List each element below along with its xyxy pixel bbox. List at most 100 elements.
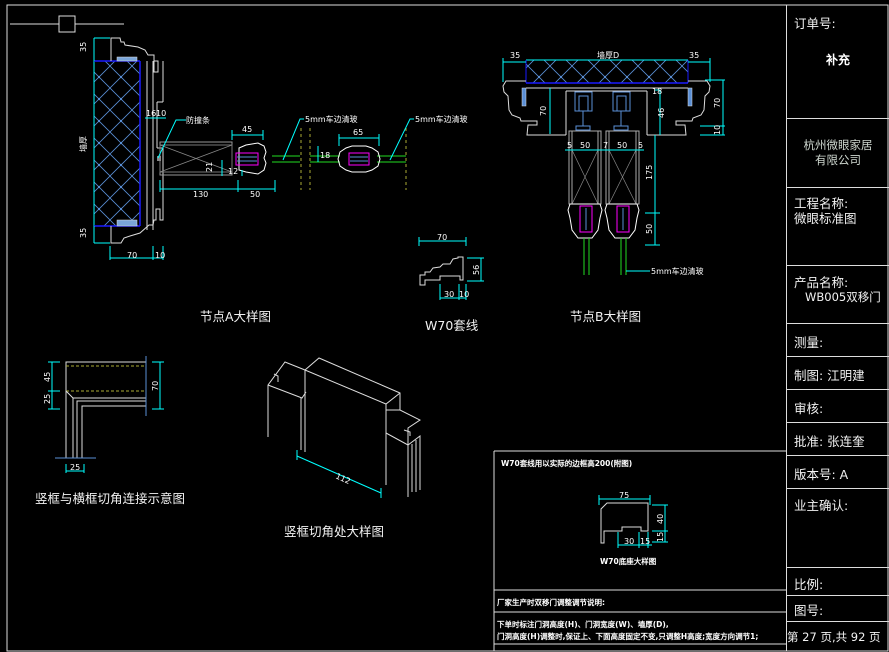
dim-text: 50 xyxy=(617,141,627,150)
note-line: 下单时标注门洞高度(H)、门洞宽度(W)、墙厚(D), xyxy=(497,620,669,629)
w70-base-caption: W70底座大样图 xyxy=(600,557,657,566)
dim-text: 35 xyxy=(689,51,699,60)
dim-text: 18 xyxy=(320,151,330,160)
w70-base-profile-drawing: 75 40 15 30 15 xyxy=(598,491,668,548)
owner-confirm-label: 业主确认: xyxy=(794,498,849,513)
dim-text: 46 xyxy=(657,108,666,118)
dim-text: 30 xyxy=(444,290,454,299)
page-info: 第 27 页,共 92 页 xyxy=(787,630,881,644)
corner-joint-caption: 竖框与横框切角连接示意图 xyxy=(35,491,186,506)
node-a-caption: 节点A大样图 xyxy=(200,309,272,324)
w70-caption: W70套线 xyxy=(425,318,479,333)
dim-text: 15 xyxy=(640,537,650,546)
node-b-drawing xyxy=(502,58,725,275)
project-label: 工程名称: xyxy=(794,196,849,211)
dim-text: 50 xyxy=(580,141,590,150)
product-cell: 产品名称: WB005双移门 xyxy=(787,265,889,323)
glass-label: 5mm车边清玻 xyxy=(305,114,358,124)
dim-text: 70 xyxy=(539,106,548,116)
drawer-label: 制图: 江明建 xyxy=(794,368,865,383)
corner-joint-drawing xyxy=(48,356,164,473)
version-cell: 版本号: A xyxy=(787,455,889,488)
dim-text: 70 xyxy=(151,381,160,391)
dim-text: 70 xyxy=(127,251,137,260)
dim-text: 50 xyxy=(250,190,260,199)
dim-text: 10 xyxy=(155,251,165,260)
dim-text: 45 xyxy=(242,125,252,134)
dim-text: 30 xyxy=(624,537,634,546)
scale-label: 比例: xyxy=(794,577,824,592)
dim-text: 18 xyxy=(652,87,662,96)
drawing-frame xyxy=(6,4,889,652)
dim-text: 70 xyxy=(437,233,447,242)
corner-detail-dimension: 112 xyxy=(296,450,382,498)
survey-cell: 测量: xyxy=(787,323,889,356)
notes-panel-frame xyxy=(493,450,786,651)
dim-text: 50 xyxy=(645,224,654,234)
dim-text: 21 xyxy=(205,162,214,172)
dim-text: 35 xyxy=(510,51,520,60)
company-name-line2: 有限公司 xyxy=(815,153,861,167)
dim-text: 65 xyxy=(353,128,363,137)
dim-text: 16 xyxy=(146,109,156,118)
company-name-line1: 杭州微眼家居 xyxy=(803,138,873,152)
dim-text: 35 xyxy=(79,42,88,52)
dim-text: 25 xyxy=(43,394,52,404)
dim-text: 75 xyxy=(619,491,629,500)
dim-text: 5 xyxy=(567,141,572,150)
product-label: 产品名称: xyxy=(794,275,849,290)
dim-text: 130 xyxy=(193,190,208,199)
note-line: 门洞高度(H)调整时,保证上、下面高度固定不变,只调整H高度;宽度方向调节1; xyxy=(497,632,759,641)
dim-text: 175 xyxy=(645,165,654,180)
review-cell: 审核: xyxy=(787,389,889,422)
dim-text: 5 xyxy=(638,141,643,150)
dim-text: 12 xyxy=(228,167,238,176)
order-no-value: 补充 xyxy=(825,53,850,67)
w70-dimensions: 70 56 30 10 xyxy=(437,233,481,299)
approve-cell: 批准: 张连奎 xyxy=(787,422,889,455)
order-no-cell: 订单号: 补充 xyxy=(787,5,889,118)
dim-text: 112 xyxy=(334,472,352,486)
product-value: WB005双移门 xyxy=(805,290,881,304)
node-b-dimensions: 35 35 70 18 70 46 10 5 50 7 50 5 175 50 … xyxy=(510,50,722,276)
corner-detail-caption: 竖框切角处大样图 xyxy=(284,524,385,539)
drawer-cell: 制图: 江明建 xyxy=(787,356,889,389)
w70-profile-drawing xyxy=(418,237,484,300)
dim-text: 10 xyxy=(713,125,722,135)
approve-label: 批准: 张连奎 xyxy=(794,434,865,449)
dim-text: 45 xyxy=(43,372,52,382)
dim-text: 35 xyxy=(79,228,88,238)
node-a-dimensions: 35 35 16 10 45 65 130 50 70 10 18 21 12 … xyxy=(78,42,468,260)
node-b-caption: 节点B大样图 xyxy=(570,309,642,324)
drawing-no-cell: 图号: xyxy=(787,595,889,621)
dim-text: 25 xyxy=(70,463,80,472)
dim-text: 40 xyxy=(656,514,665,524)
bumper-strip-label: 防撞条 xyxy=(186,115,210,125)
project-cell: 工程名称: 微眼标准图 xyxy=(787,187,889,265)
wall-thickness-label: 墙厚 xyxy=(78,136,88,152)
project-value: 微眼标准图 xyxy=(794,211,857,226)
dim-text: 70 xyxy=(713,98,722,108)
dim-text: 7 xyxy=(603,141,608,150)
title-block: 订单号: 补充 杭州微眼家居 有限公司 工程名称: 微眼标准图 产品名称: WB… xyxy=(786,5,889,651)
node-a-drawing xyxy=(93,37,414,260)
glass-label: 5mm车边清玻 xyxy=(415,114,468,124)
drawing-no-label: 图号: xyxy=(794,603,824,618)
scale-cell: 比例: xyxy=(787,567,889,595)
owner-confirm-cell: 业主确认: xyxy=(787,488,889,567)
page-info-cell: 第 27 页,共 92 页 xyxy=(787,621,889,651)
header-marker xyxy=(10,15,124,33)
version-label: 版本号: A xyxy=(794,467,849,482)
company-cell: 杭州微眼家居 有限公司 xyxy=(787,118,889,187)
dim-text: 56 xyxy=(472,265,481,275)
notes-panel-title: W70套线用以实际的边框高200(附图) xyxy=(501,459,633,468)
factory-note-title: 厂家生产时双移门调整调节说明: xyxy=(497,598,605,607)
dim-text: 10 xyxy=(459,290,469,299)
dim-text: 10 xyxy=(156,109,166,118)
glass-label: 5mm车边清玻 xyxy=(651,266,704,276)
survey-label: 测量: xyxy=(794,335,824,350)
review-label: 审核: xyxy=(794,401,824,416)
corner-detail-drawing xyxy=(267,357,421,497)
wall-thickness-label: 墙厚D xyxy=(597,50,619,60)
